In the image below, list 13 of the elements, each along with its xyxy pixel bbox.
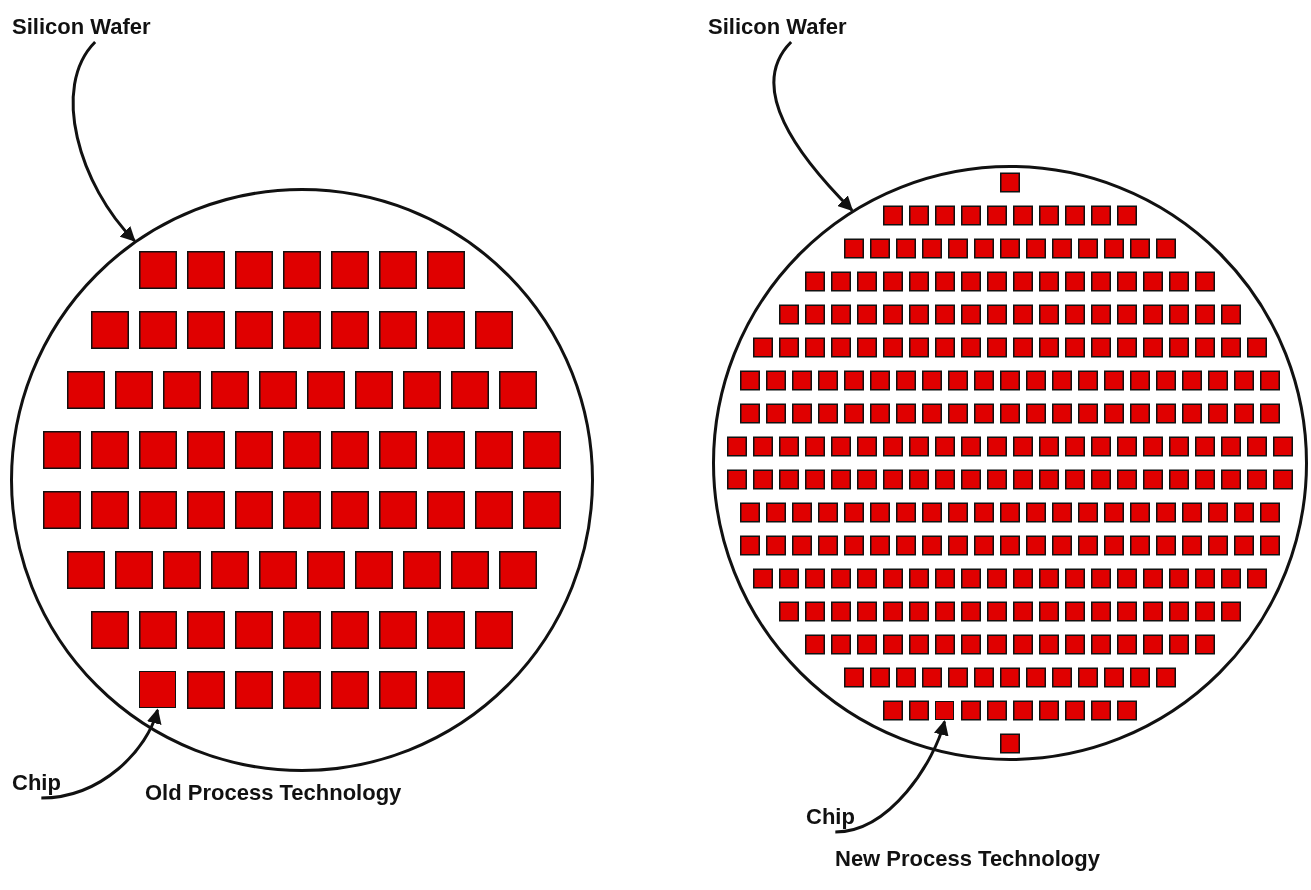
- chip: [139, 671, 176, 708]
- leader-line: [71, 41, 136, 242]
- leader-line: [772, 41, 854, 212]
- leader-line: [41, 708, 161, 800]
- callout-label: Chip: [806, 804, 855, 830]
- callout-label: Silicon Wafer: [708, 14, 847, 40]
- caption: New Process Technology: [835, 846, 1100, 872]
- leader-line: [835, 720, 948, 834]
- caption: Old Process Technology: [145, 780, 402, 806]
- wafer-circle: [10, 188, 594, 772]
- callout-label: Silicon Wafer: [12, 14, 151, 40]
- callout-label: Chip: [12, 770, 61, 796]
- chip: [935, 700, 954, 720]
